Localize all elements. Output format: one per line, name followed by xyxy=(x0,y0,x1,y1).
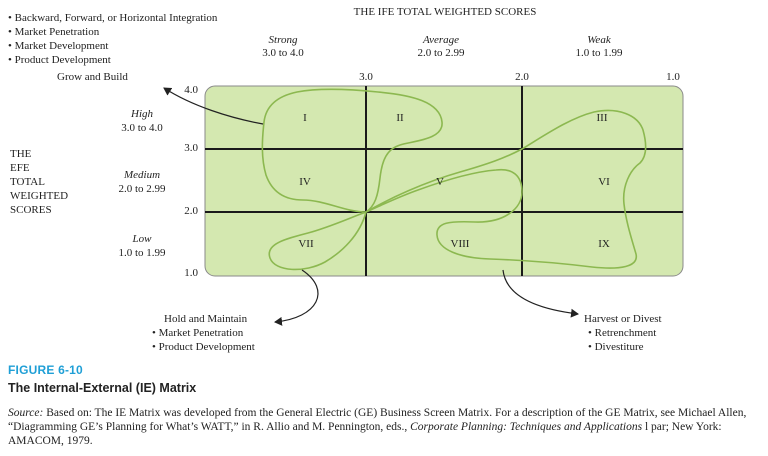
top-tick-3: 3.0 xyxy=(359,71,373,83)
top-axis-title: THE IFE TOTAL WEIGHTED SCORES xyxy=(354,6,537,18)
matrix-grid xyxy=(205,86,683,276)
left-tick-1: 1.0 xyxy=(184,267,198,279)
hold-item-2: • Product Development xyxy=(152,341,255,353)
source-tail: l par; New York: AMACOM, 1979. xyxy=(8,421,722,447)
grow-item-4: • Product Development xyxy=(8,54,111,66)
cell-label-5: V xyxy=(436,176,444,188)
cell-label-4: IV xyxy=(299,176,311,188)
left-axis-title-4: WEIGHTED xyxy=(10,190,68,202)
row-range-low: 1.0 to 1.99 xyxy=(118,247,166,259)
harvest-item-1: • Retrenchment xyxy=(588,327,656,339)
figure-source: Source: Based on: The IE Matrix was deve… xyxy=(8,406,760,448)
left-tick-3: 3.0 xyxy=(184,142,198,154)
col-label-average: Average xyxy=(422,34,459,46)
grow-build-region xyxy=(261,88,443,213)
harvest-divest-region xyxy=(365,109,647,269)
grow-item-3: • Market Development xyxy=(8,40,108,52)
cell-label-8: VIII xyxy=(451,238,470,250)
left-axis-title-3: TOTAL xyxy=(10,176,45,188)
col-range-weak: 1.0 to 1.99 xyxy=(575,47,623,59)
cell-label-1: I xyxy=(303,112,307,124)
grow-item-2: • Market Penetration xyxy=(8,26,100,38)
left-axis-title-5: SCORES xyxy=(10,204,52,216)
row-label-high: High xyxy=(130,108,154,120)
grow-item-1: • Backward, Forward, or Horizontal Integ… xyxy=(8,12,218,24)
col-range-average: 2.0 to 2.99 xyxy=(417,47,465,59)
arrow-to-grow-build xyxy=(163,87,264,125)
left-axis-title-2: EFE xyxy=(10,162,30,174)
harvest-item-2: • Divestiture xyxy=(588,341,644,353)
source-body: Based on: The IE Matrix was developed fr… xyxy=(8,407,747,433)
cell-label-9: IX xyxy=(598,238,610,250)
cell-label-3: III xyxy=(597,112,608,124)
cell-label-7: VII xyxy=(298,238,314,250)
col-label-strong: Strong xyxy=(269,34,298,46)
top-tick-1: 1.0 xyxy=(666,71,680,83)
cell-label-2: II xyxy=(396,112,404,124)
row-label-low: Low xyxy=(132,233,153,245)
hold-title: Hold and Maintain xyxy=(164,313,248,325)
row-label-medium: Medium xyxy=(123,169,160,181)
figure-title: The Internal-External (IE) Matrix xyxy=(8,381,197,395)
left-tick-2: 2.0 xyxy=(184,205,198,217)
source-prefix: Source: xyxy=(8,407,44,419)
harvest-title: Harvest or Divest xyxy=(584,313,662,325)
source-book-title: Corporate Planning: Techniques and Appli… xyxy=(410,421,643,433)
hold-item-1: • Market Penetration xyxy=(152,327,244,339)
left-tick-4: 4.0 xyxy=(184,84,198,96)
row-range-medium: 2.0 to 2.99 xyxy=(118,183,166,195)
arrow-to-harvest-divest xyxy=(502,269,579,318)
col-range-strong: 3.0 to 4.0 xyxy=(262,47,304,59)
col-label-weak: Weak xyxy=(587,34,612,46)
left-axis-title-1: THE xyxy=(10,148,32,160)
grow-title: Grow and Build xyxy=(57,71,128,83)
hold-maintain-region-lower xyxy=(268,210,368,271)
figure-label: FIGURE 6-10 xyxy=(8,363,83,377)
arrow-to-hold-maintain xyxy=(274,269,319,326)
row-range-high: 3.0 to 4.0 xyxy=(121,122,163,134)
cell-label-6: VI xyxy=(598,176,610,188)
top-tick-2: 2.0 xyxy=(515,71,529,83)
